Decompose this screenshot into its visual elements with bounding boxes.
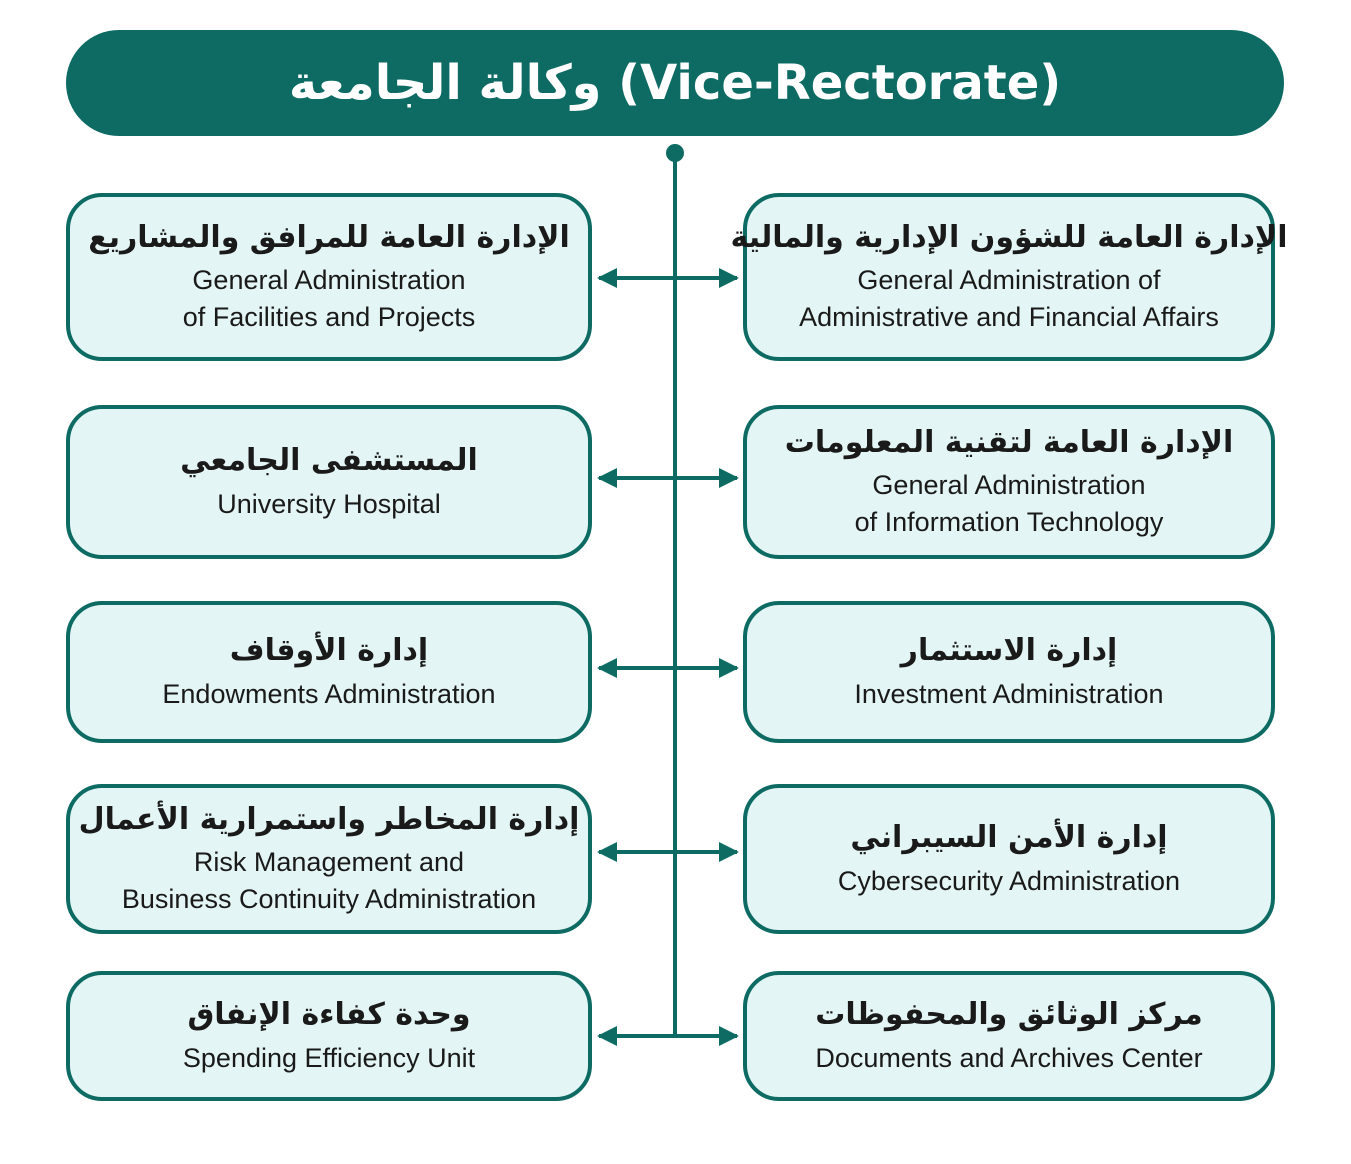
unit-investment: إدارة الاستثمار Investment Administratio…: [743, 601, 1275, 743]
unit-english-label: Investment Administration: [854, 678, 1164, 709]
unit-administrative-financial: الإدارة العامة للشؤون الإدارية والمالية …: [731, 193, 1288, 361]
unit-endowments: إدارة الأوقاف Endowments Administration: [66, 601, 592, 743]
unit-university-hospital: المستشفى الجامعي University Hospital: [66, 405, 592, 559]
unit-arabic-label: إدارة المخاطر واستمرارية الأعمال: [78, 801, 580, 837]
unit-english-label: General Administration of Administrative…: [799, 265, 1219, 332]
unit-english-label: Documents and Archives Center: [815, 1042, 1203, 1073]
unit-cybersecurity: إدارة الأمن السيبراني Cybersecurity Admi…: [743, 784, 1275, 934]
unit-arabic-label: وحدة كفاءة الإنفاق: [187, 997, 471, 1033]
unit-arabic-label: الإدارة العامة للمرافق والمشاريع: [88, 219, 570, 255]
unit-english-label: Spending Efficiency Unit: [182, 1042, 476, 1073]
unit-documents-archives: مركز الوثائق والمحفوظات Documents and Ar…: [743, 971, 1275, 1101]
unit-english-label: Cybersecurity Administration: [837, 865, 1181, 896]
unit-risk-management: إدارة المخاطر واستمرارية الأعمال Risk Ma…: [66, 784, 592, 934]
unit-english-label: General Administration of Information Te…: [854, 470, 1164, 537]
vice-rectorate-header: وكالة الجامعة (Vice-Rectorate): [66, 30, 1284, 136]
unit-arabic-label: إدارة الاستثمار: [900, 633, 1118, 669]
unit-english-label: General Administration of Facilities and…: [182, 265, 476, 332]
unit-arabic-label: مركز الوثائق والمحفوظات: [815, 997, 1203, 1033]
unit-arabic-label: إدارة الأمن السيبراني: [850, 820, 1168, 856]
unit-english-label: Risk Management and Business Continuity …: [121, 847, 537, 914]
unit-facilities-projects: الإدارة العامة للمرافق والمشاريع General…: [66, 193, 592, 361]
unit-arabic-label: إدارة الأوقاف: [229, 633, 429, 669]
unit-spending-efficiency: وحدة كفاءة الإنفاق Spending Efficiency U…: [66, 971, 592, 1101]
unit-arabic-label: الإدارة العامة لتقنية المعلومات: [784, 424, 1234, 460]
unit-information-technology: الإدارة العامة لتقنية المعلومات General …: [743, 405, 1275, 559]
unit-arabic-label: الإدارة العامة للشؤون الإدارية والمالية: [730, 219, 1288, 255]
unit-english-label: University Hospital: [217, 488, 441, 519]
unit-arabic-label: المستشفى الجامعي: [180, 443, 478, 479]
unit-english-label: Endowments Administration: [162, 678, 496, 709]
header-title: وكالة الجامعة (Vice-Rectorate): [288, 55, 1062, 111]
